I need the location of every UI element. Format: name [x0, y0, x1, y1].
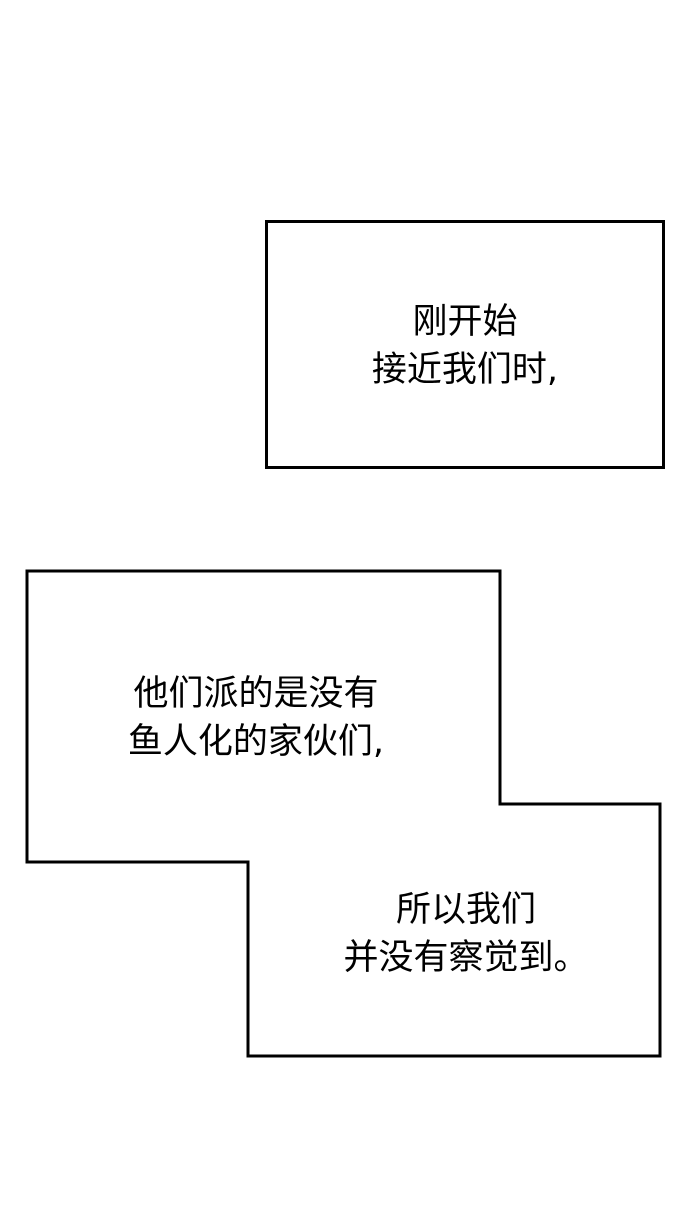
caption-line: 鱼人化的家伙们, [127, 722, 385, 762]
caption-line: 并没有察觉到。 [343, 938, 589, 978]
caption-box-top [265, 220, 665, 469]
caption-line: 接近我们时, [371, 350, 559, 390]
caption-line: 所以我们 [395, 890, 537, 930]
caption-line: 他们派的是没有 [133, 674, 379, 714]
caption-line: 刚开始 [412, 302, 518, 342]
caption-text-middle: 他们派的是没有 鱼人化的家伙们, [128, 670, 384, 766]
caption-text-bottom: 所以我们 并没有察觉到。 [343, 886, 588, 982]
caption-text-top: 刚开始 接近我们时, [372, 298, 558, 394]
caption-box-stepped-outline [25, 569, 662, 1058]
